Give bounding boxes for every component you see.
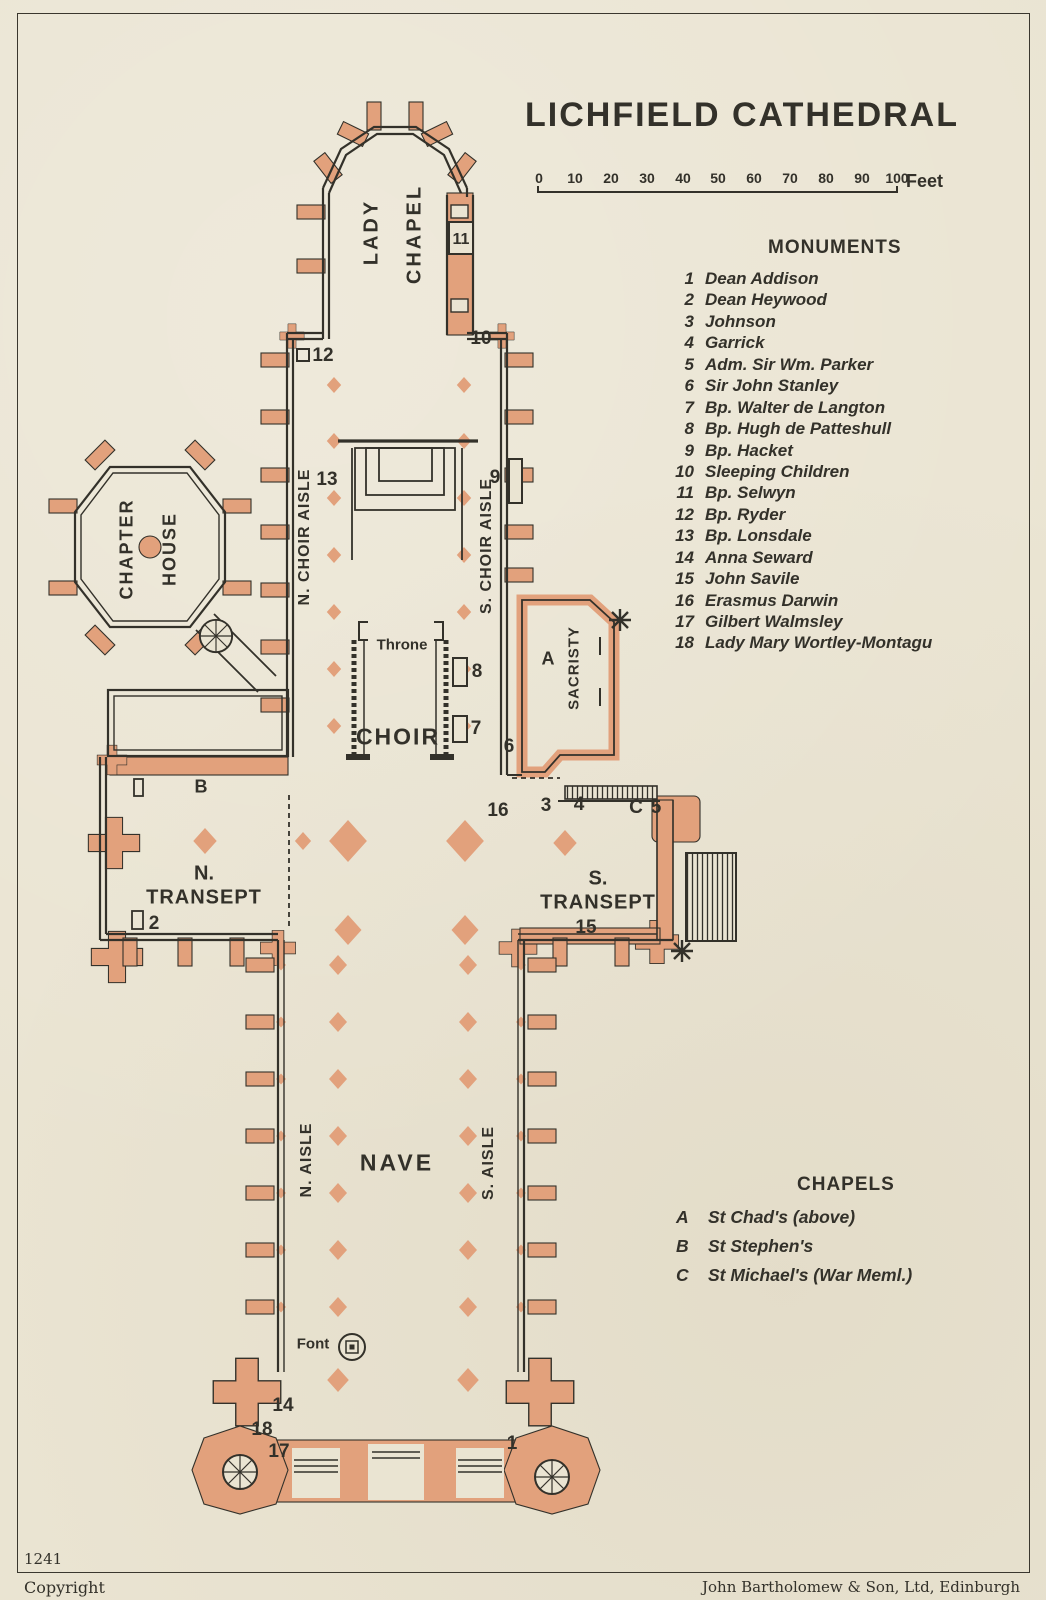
map-title: LICHFIELD CATHEDRAL [525,96,959,134]
plan-marker-1: 1 [506,1433,518,1454]
label-font: Font [296,1335,330,1353]
plan-marker-9: 9 [489,467,501,488]
label-s-transept: S. [588,867,608,890]
label-n-transept: TRANSEPT [146,886,262,909]
scale-tick: 20 [603,170,619,186]
label-throne: Throne [376,636,428,654]
plan-marker-11: 11 [452,231,470,248]
scale-end-tick [896,186,898,193]
scale-tick: 100 [885,170,909,186]
plan-marker-14: 14 [272,1395,294,1416]
label-chapel-a-key: A [541,648,555,669]
copyright-note: Copyright [24,1578,105,1597]
plan-marker-15: 15 [575,917,597,938]
label-n-choir-aisle: N. CHOIR AISLE [296,468,313,606]
label-chapel-b-key: B [194,776,208,797]
plan-walls [73,125,737,1500]
label-chapter-house: HOUSE [159,511,180,587]
scale-tick: 90 [854,170,870,186]
plan-marker-2: 2 [148,913,160,934]
label-s-choir-aisle: S. CHOIR AISLE [478,477,495,615]
plan-marker-8: 8 [471,661,483,682]
scale-tick: 10 [567,170,583,186]
label-s-aisle: S. AISLE [480,1125,497,1201]
scale-tick: 70 [782,170,798,186]
plan-marker-7: 7 [470,718,482,739]
plan-marker-13: 13 [316,469,338,490]
label-n-aisle: N. AISLE [298,1122,315,1198]
chapels-heading: CHAPELS [797,1174,895,1195]
label-choir: CHOIR [355,723,441,750]
plan-marker-6: 6 [503,736,515,757]
label-n-transept: N. [194,862,214,885]
plan-marker-4: 4 [573,794,585,815]
plan-marker-16: 16 [487,800,509,821]
label-nave: NAVE [359,1149,435,1176]
plan-marker-18: 18 [251,1419,273,1440]
scale-end-tick [537,186,539,193]
label-lady-chapel: CHAPEL [403,183,426,285]
plan-marker-17: 17 [268,1441,290,1462]
plan-marker-10: 10 [470,328,492,349]
plan-marker-3: 3 [540,795,552,816]
scale-unit: Feet [906,171,944,191]
plate-number: 1241 [24,1550,63,1568]
scale-tick: 0 [535,170,543,186]
monuments-heading: MONUMENTS [768,237,902,258]
label-chapter-house: CHAPTER [116,498,137,600]
plan-marker-c: C [629,797,643,818]
label-sacristy: SACRISTY [565,626,583,710]
label-lady-chapel: LADY [360,198,383,266]
label-s-transept: TRANSEPT [540,891,656,914]
publisher-imprint: John Bartholomew & Son, Ltd, Edinburgh [702,1578,1020,1596]
plan-pillars-and-buttresses [48,101,701,1515]
scale-tick: 50 [710,170,726,186]
scale-tick: 30 [639,170,655,186]
scale-tick: 40 [675,170,691,186]
scale-tick: 80 [818,170,834,186]
scale-bar: 0 10 20 30 40 50 60 70 80 90 100 Feet [528,170,958,204]
scale-tick: 60 [746,170,762,186]
plan-marker-5: 5 [650,797,662,818]
plan-marker-12: 12 [312,345,334,366]
scale-bar-line [537,191,897,193]
